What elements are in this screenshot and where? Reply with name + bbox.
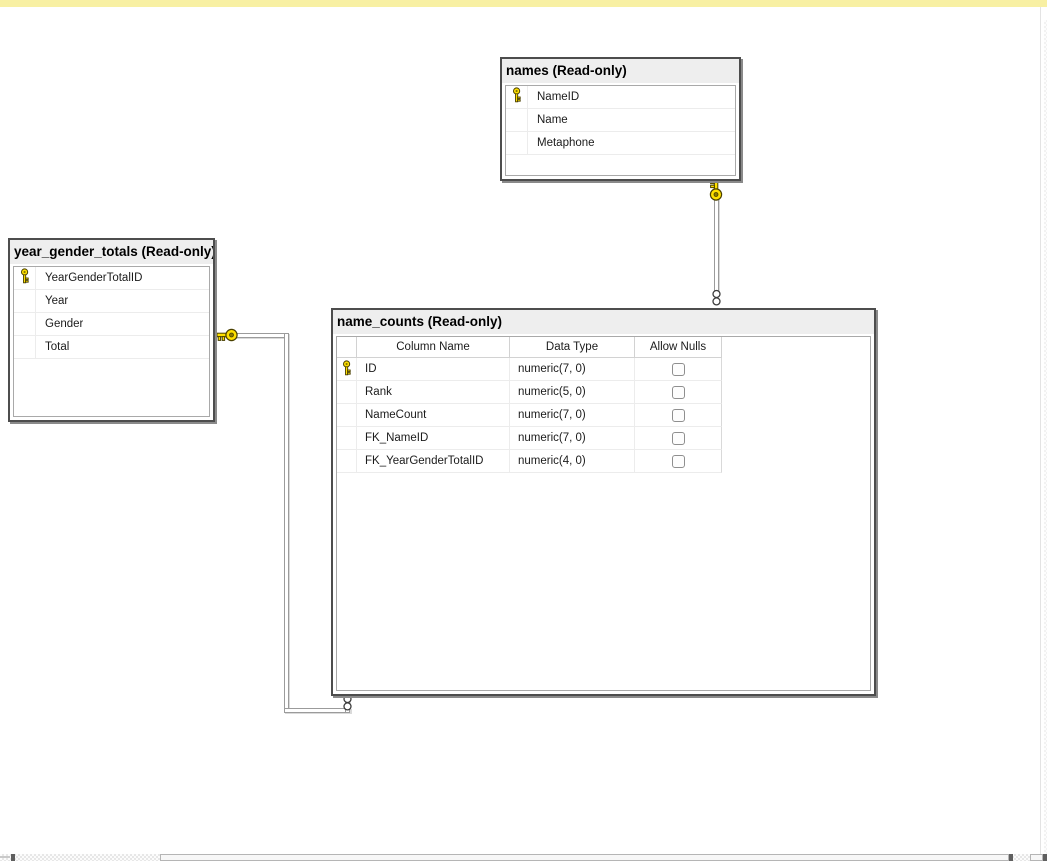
data-type-cell[interactable]: numeric(4, 0) [510, 450, 635, 473]
icon-cell [506, 132, 528, 154]
horizontal-scrollbar-left-edge [0, 856, 10, 858]
relationship-infinity-icon [711, 289, 722, 307]
icon-cell [14, 290, 36, 312]
relationship-line-segment[interactable] [284, 333, 289, 713]
column-name: Gender [45, 318, 84, 330]
grid-header-column-name: Column Name [357, 337, 510, 358]
allow-nulls-cell [635, 358, 722, 381]
data-type-cell[interactable]: numeric(7, 0) [510, 427, 635, 450]
vertical-scrollbar-track[interactable] [1044, 20, 1047, 854]
table-row[interactable]: YearGenderTotalID [14, 267, 209, 290]
pk-cell [14, 267, 36, 289]
icon-cell [506, 109, 528, 131]
allow-nulls-cell [635, 427, 722, 450]
icon-cell [14, 336, 36, 358]
horizontal-scrollbar-nub[interactable] [1009, 854, 1013, 861]
column-name-cell[interactable]: FK_YearGenderTotalID [357, 450, 510, 473]
allow-nulls-checkbox[interactable] [671, 385, 685, 399]
table-name-counts[interactable]: name_counts (Read-only) Column Name Data… [331, 308, 876, 696]
data-type-cell[interactable]: numeric(7, 0) [510, 358, 635, 381]
column-name: Total [45, 341, 70, 353]
primary-key-icon [20, 267, 30, 289]
grid-header-allow-nulls: Allow Nulls [635, 337, 722, 358]
column-name: Name [537, 114, 568, 126]
table-row[interactable]: NameID [506, 86, 735, 109]
column-name-cell[interactable]: ID [357, 358, 510, 381]
table-row[interactable]: Gender [14, 313, 209, 336]
icon-cell [337, 381, 357, 404]
icon-cell [337, 427, 357, 450]
allow-nulls-cell [635, 404, 722, 427]
grid-header-data-type: Data Type [510, 337, 635, 358]
icon-cell [337, 404, 357, 427]
relationship-line-segment[interactable] [234, 333, 289, 338]
table-name-counts-header[interactable]: name_counts (Read-only) [333, 310, 874, 334]
allow-nulls-checkbox[interactable] [671, 431, 685, 445]
primary-key-icon [512, 86, 522, 108]
grid-header-row: Column Name Data Type Allow Nulls [337, 337, 870, 358]
horizontal-scrollbar-thumb[interactable] [160, 854, 1009, 861]
icon-cell [14, 313, 36, 335]
relationship-line-segment[interactable] [284, 708, 351, 713]
relationship-key-icon [216, 328, 238, 342]
allow-nulls-checkbox[interactable] [671, 454, 685, 468]
vertical-scrollbar[interactable] [1040, 7, 1047, 854]
notification-bar [0, 0, 1047, 7]
icon-cell [337, 450, 357, 473]
table-year-gender-totals-header[interactable]: year_gender_totals (Read-only) [10, 240, 213, 264]
pk-cell [506, 86, 528, 108]
allow-nulls-checkbox[interactable] [671, 408, 685, 422]
horizontal-scrollbar-right-nub[interactable] [1043, 854, 1047, 861]
table-row[interactable]: Year [14, 290, 209, 313]
allow-nulls-checkbox[interactable] [671, 362, 685, 376]
pk-cell [337, 358, 357, 381]
table-row[interactable]: Total [14, 336, 209, 359]
column-name-cell[interactable]: FK_NameID [357, 427, 510, 450]
table-row[interactable]: Name [506, 109, 735, 132]
allow-nulls-cell [635, 381, 722, 404]
column-name: YearGenderTotalID [45, 272, 143, 284]
column-name: NameID [537, 91, 580, 103]
horizontal-scrollbar-right-segment[interactable] [1030, 854, 1043, 861]
column-name-cell[interactable]: Rank [357, 381, 510, 404]
relationship-infinity-icon [342, 694, 353, 712]
column-name: Metaphone [537, 137, 595, 149]
splitter-handle[interactable] [11, 854, 15, 861]
column-name: Year [45, 295, 69, 307]
table-names-header[interactable]: names (Read-only) [502, 59, 739, 83]
data-type-cell[interactable]: numeric(7, 0) [510, 404, 635, 427]
relationship-line-segment[interactable] [714, 198, 719, 292]
table-row[interactable]: Metaphone [506, 132, 735, 155]
primary-key-icon [342, 359, 352, 379]
column-name-cell[interactable]: NameCount [357, 404, 510, 427]
table-year-gender-totals[interactable]: year_gender_totals (Read-only) YearGende… [8, 238, 215, 422]
relationship-key-icon [709, 179, 723, 201]
allow-nulls-cell [635, 450, 722, 473]
grid-header-icon-cell [337, 337, 357, 358]
data-type-cell[interactable]: numeric(5, 0) [510, 381, 635, 404]
